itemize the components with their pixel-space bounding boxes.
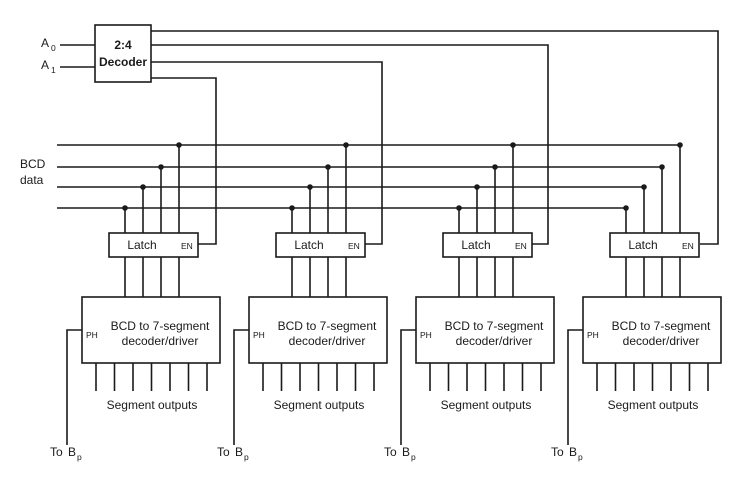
bus-junction-dot [659, 164, 665, 170]
segment-outputs-label: Segment outputs [441, 398, 532, 412]
latch-box [442, 232, 533, 258]
latch-label: Latch [294, 238, 323, 252]
segment-outputs-label: Segment outputs [608, 398, 699, 412]
input-a0-letter: A [41, 36, 49, 50]
address-decoder-ratio: 2:4 [114, 38, 132, 52]
backplane-label-subscript: p [77, 452, 82, 462]
enable-line-digit-2 [151, 61, 383, 245]
address-decoder: 2:4 Decoder [94, 24, 152, 83]
segment-driver-title: BCD to 7-segment [278, 319, 377, 333]
phase-pin-label: PH [587, 330, 599, 340]
decoder-outputs [151, 30, 719, 245]
backplane-label-letter: B [569, 445, 577, 459]
display-stage-2: Latch EN PH BCD to 7-segmentdecoder/driverS… [217, 142, 388, 462]
backplane-label-subscript: p [411, 452, 416, 462]
bus-junction-dot [474, 184, 480, 190]
segment-driver-subtitle: decoder/driver [456, 334, 533, 348]
phase-pin-label: PH [420, 330, 432, 340]
bus-junction-dot [289, 205, 295, 211]
segment-outputs-label: Segment outputs [274, 398, 365, 412]
segment-driver-box [582, 296, 722, 364]
backplane-label-prefix: To [384, 445, 397, 459]
latch-enable-label: EN [515, 241, 527, 251]
backplane-label-subscript: p [244, 452, 249, 462]
segment-outputs-label: Segment outputs [107, 398, 198, 412]
bus-junction-dot [176, 142, 182, 148]
input-a1-subscript: 1 [51, 65, 56, 75]
bcd-data-bus [57, 144, 681, 209]
backplane-label-prefix: To [50, 445, 63, 459]
segment-driver-subtitle: decoder/driver [623, 334, 700, 348]
address-decoder-box [94, 24, 152, 83]
bus-junction-dot [510, 142, 516, 148]
backplane-label-letter: B [402, 445, 410, 459]
backplane-label-prefix: To [217, 445, 230, 459]
display-stage-4: Latch EN PH BCD to 7-segmentdecoder/driverS… [551, 142, 722, 462]
bus-junction-dot [307, 184, 313, 190]
enable-line-digit-1 [151, 77, 217, 245]
backplane-wire [233, 329, 249, 445]
backplane-label-letter: B [68, 445, 76, 459]
bus-junction-dot [492, 164, 498, 170]
latch-enable-label: EN [181, 241, 193, 251]
latch-label: Latch [127, 238, 156, 252]
backplane-wire [400, 329, 416, 445]
backplane-wire [567, 329, 583, 445]
phase-pin-label: PH [253, 330, 265, 340]
address-decoder-title: Decoder [99, 55, 147, 69]
bus-junction-dot [623, 205, 629, 211]
bus-junction-dot [140, 184, 146, 190]
address-input-a0: A 0 [41, 36, 95, 53]
backplane-label-subscript: p [578, 452, 583, 462]
display-stage-1: Latch EN PH BCD to 7-segmentdecoder/driverS… [50, 142, 221, 462]
segment-driver-title: BCD to 7-segment [111, 319, 210, 333]
bus-junction-dot [325, 164, 331, 170]
bus-junction-dot [641, 184, 647, 190]
display-stage-3: Latch EN PH BCD to 7-segmentdecoder/driverS… [384, 142, 555, 462]
segment-driver-subtitle: decoder/driver [122, 334, 199, 348]
bus-junction-dot [456, 205, 462, 211]
latch-label: Latch [461, 238, 490, 252]
latch-enable-label: EN [348, 241, 360, 251]
input-a1-letter: A [41, 58, 49, 72]
backplane-label-prefix: To [551, 445, 564, 459]
bus-junction-dot [122, 205, 128, 211]
phase-pin-label: PH [86, 330, 98, 340]
backplane-wire [66, 329, 82, 445]
segment-driver-box [415, 296, 555, 364]
input-a0-subscript: 0 [51, 43, 56, 53]
bus-junction-dot [343, 142, 349, 148]
latch-box [108, 232, 199, 258]
bcd-data-label-line1: BCD [20, 157, 46, 171]
segment-driver-title: BCD to 7-segment [445, 319, 544, 333]
address-input-a1: A 1 [41, 58, 95, 75]
bus-junction-dot [158, 164, 164, 170]
segment-driver-box [248, 296, 388, 364]
latch-box [275, 232, 366, 258]
bcd-data-label-line2: data [20, 173, 44, 187]
enable-line-digit-4 [151, 30, 719, 245]
latch-label: Latch [628, 238, 657, 252]
backplane-label-letter: B [235, 445, 243, 459]
latch-box [609, 232, 700, 258]
segment-driver-subtitle: decoder/driver [289, 334, 366, 348]
latch-enable-label: EN [682, 241, 694, 251]
segment-driver-title: BCD to 7-segment [612, 319, 711, 333]
bus-junction-dot [677, 142, 683, 148]
